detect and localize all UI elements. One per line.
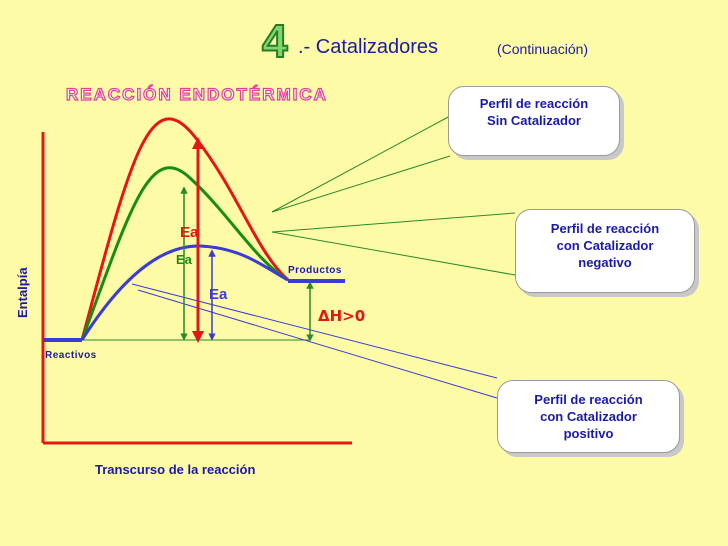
callout-no-catalyst: Perfil de reacción Sin Catalizador (448, 86, 620, 156)
callout-negative-catalyst: Perfil de reacción con Catalizador negat… (515, 209, 695, 293)
heading: REACCIÓN ENDOTÉRMICA (66, 85, 328, 104)
callout-positive-catalyst-text: Perfil de reacción con Catalizador posit… (534, 392, 643, 441)
slide-number: 4 (262, 15, 288, 67)
callout-positive-catalyst: Perfil de reacción con Catalizador posit… (497, 380, 680, 453)
curve-negative-catalyst (80, 166, 289, 341)
ea-label-no-catalyst: Ea (180, 224, 199, 241)
callout-negative-catalyst-text: Perfil de reacción con Catalizador negat… (550, 221, 660, 270)
delta-h-label: ΔH>0 (318, 307, 365, 325)
x-axis-label: Transcurso de la reacción (95, 462, 255, 477)
slide-title: .- Catalizadores (298, 36, 439, 58)
curve-no-catalyst (80, 117, 290, 341)
callout-no-catalyst-text: Perfil de reacción Sin Catalizador (479, 96, 589, 128)
products-label: Productos (288, 265, 342, 276)
ea-label-positive: Ea (209, 286, 228, 303)
callout-connectors-positive (131, 283, 498, 399)
slide-subtitle: (Continuación) (497, 41, 589, 57)
ea-label-negative: Ea (176, 252, 193, 267)
slide-number-badge: 4 (261, 14, 289, 68)
reactants-label: Reactivos (45, 350, 97, 361)
callout-connectors (271, 115, 516, 276)
y-axis-label: Entalpía (15, 267, 30, 318)
